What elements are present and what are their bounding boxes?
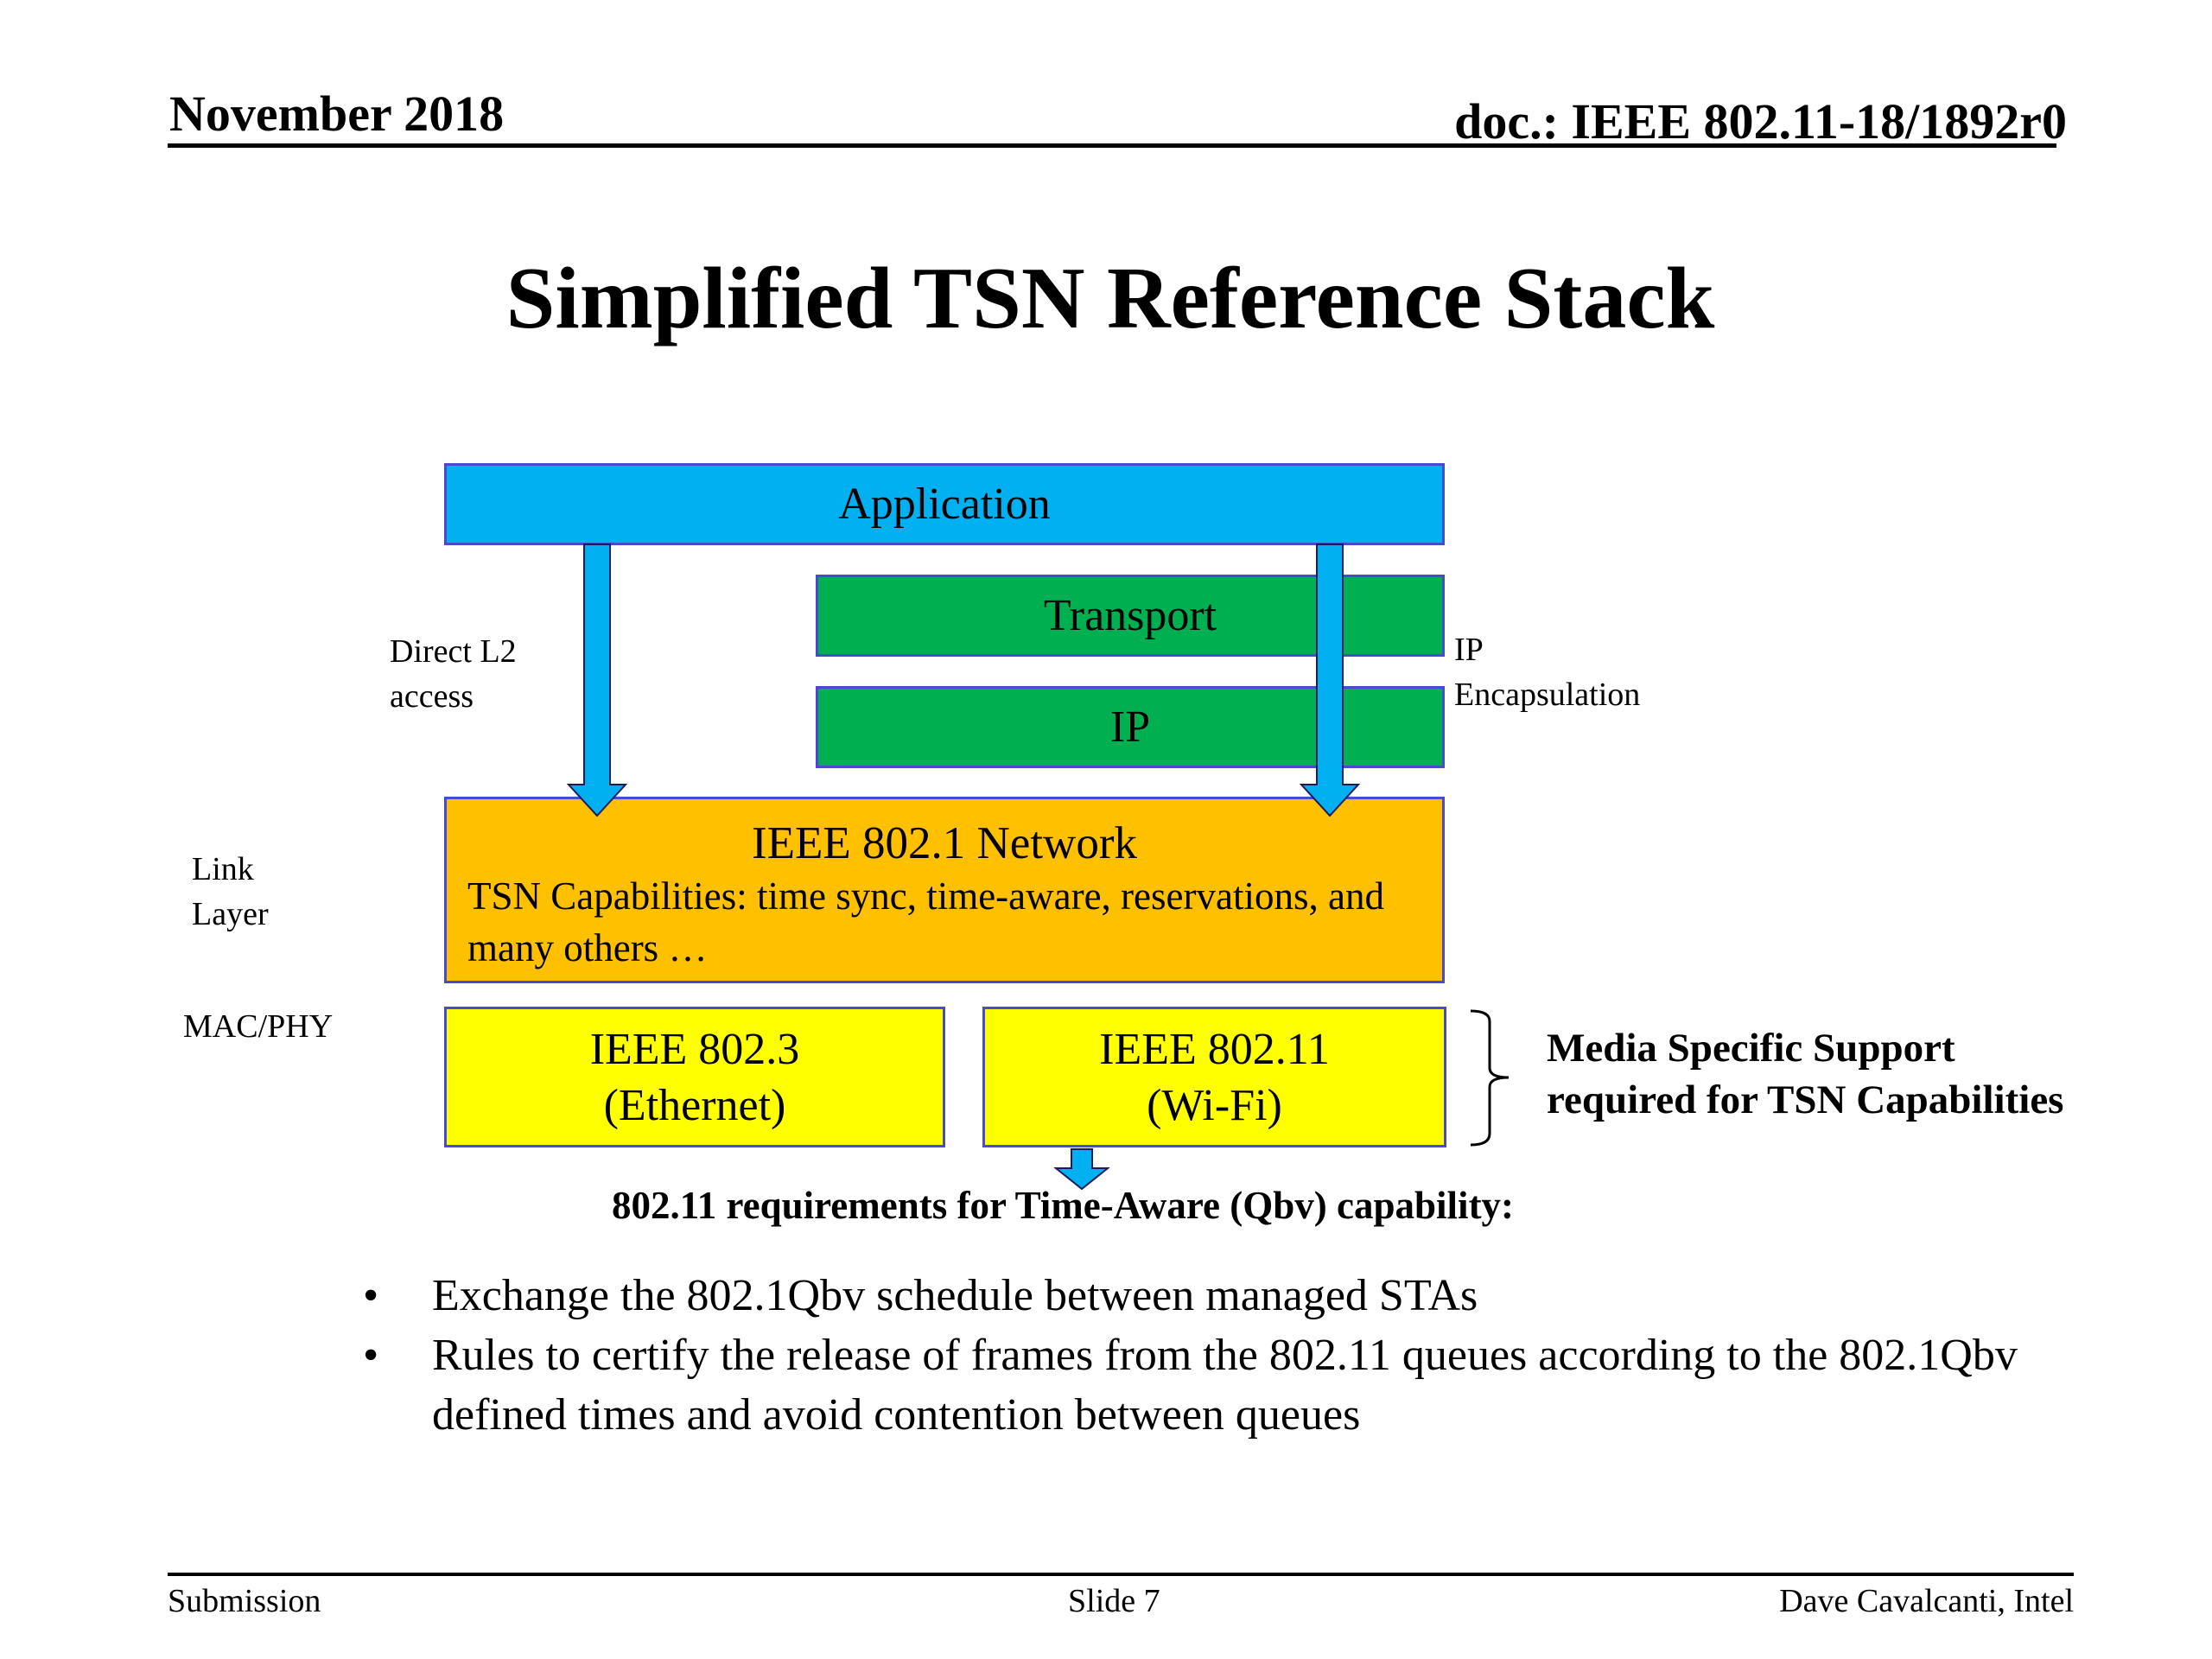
ethernet-line1: IEEE 802.3 [589,1024,800,1074]
ip-encapsulation-arrow-icon [1299,543,1361,817]
footer-slide-number: Slide 7 [1068,1583,1160,1619]
header-doc-id: doc.: IEEE 802.11-18/1892r0 [1454,93,2067,149]
ip-encapsulation-label: IP Encapsulation [1454,627,1640,717]
link-layer-line1: Link [192,851,254,887]
link-layer-line2: Layer [192,896,269,932]
ethernet-line2: (Ethernet) [603,1080,786,1130]
direct-l2-line2: access [390,678,474,715]
direct-l2-line1: Direct L2 [390,633,517,670]
media-note-line1: Media Specific Support [1547,1026,1955,1071]
footer-submission: Submission [168,1583,321,1619]
wifi-line1: IEEE 802.11 [1099,1024,1330,1074]
media-note-line2: required for TSN Capabilities [1547,1077,2064,1122]
mac-phy-label: MAC/PHY [183,1008,334,1045]
media-support-brace-icon [1470,1009,1510,1147]
direct-l2-access-label: Direct L2 access [390,629,517,719]
link-layer-label: Link Layer [192,847,269,937]
requirement-item: • Rules to certify the release of frames… [363,1325,2074,1445]
bullet-icon: • [363,1331,379,1380]
ip-label: IP [1109,702,1151,752]
network-description: TSN Capabilities: time sync, time-aware,… [467,874,1384,969]
ieee-802-11-wifi-layer: IEEE 802.11 (Wi-Fi) [982,1007,1446,1147]
transport-label: Transport [1043,591,1217,640]
header-date: November 2018 [169,86,505,142]
media-specific-support-note: Media Specific Support required for TSN … [1547,1022,2063,1126]
requirement-item: • Exchange the 802.1Qbv schedule between… [363,1266,2074,1325]
wifi-line2: (Wi-Fi) [1147,1080,1282,1130]
ieee-802-1-network-layer: IEEE 802.1 Network TSN Capabilities: tim… [444,797,1445,983]
footer-rule [168,1573,2074,1576]
bullet-icon: • [363,1271,379,1320]
ieee-802-3-ethernet-layer: IEEE 802.3 (Ethernet) [444,1007,945,1147]
direct-l2-arrow-icon [566,543,628,817]
requirement-text: Exchange the 802.1Qbv schedule between m… [432,1271,1478,1320]
ip-encap-line2: Encapsulation [1454,677,1641,713]
slide-title: Simplified TSN Reference Stack [505,250,1715,347]
footer-author: Dave Cavalcanti, Intel [1779,1583,2074,1619]
ip-encap-line1: IP [1454,632,1484,668]
requirements-arrow-icon [1053,1148,1110,1191]
application-layer: Application [444,463,1445,545]
network-title: IEEE 802.1 Network [752,818,1137,868]
header-rule [168,143,2056,148]
requirements-list: • Exchange the 802.1Qbv schedule between… [363,1266,2074,1445]
requirements-heading: 802.11 requirements for Time-Aware (Qbv)… [611,1184,1515,1227]
requirement-text: Rules to certify the release of frames f… [432,1331,2018,1440]
application-label: Application [838,480,1051,529]
